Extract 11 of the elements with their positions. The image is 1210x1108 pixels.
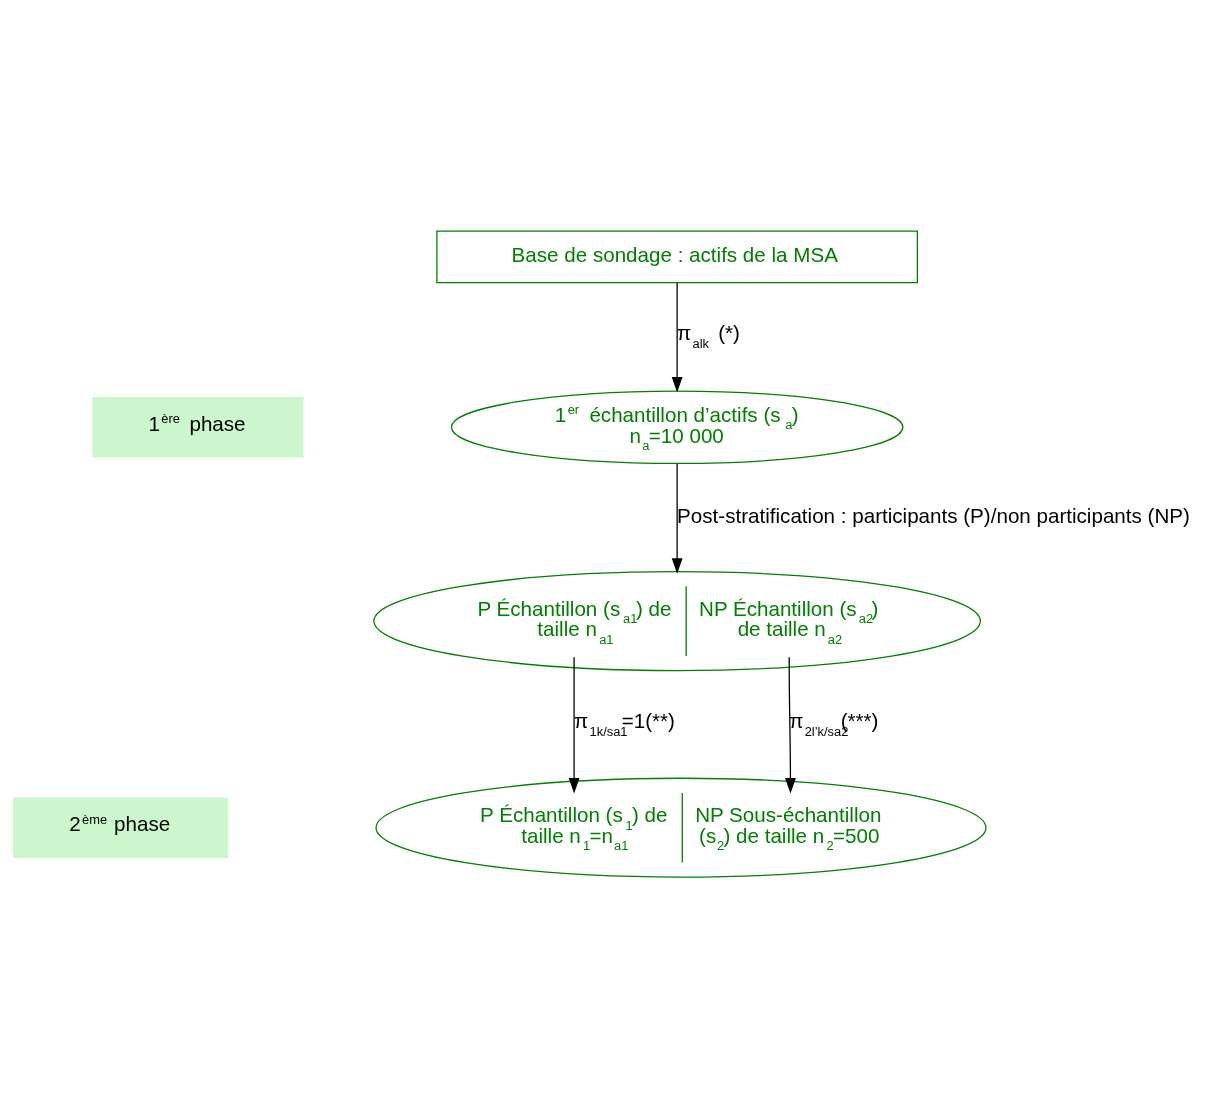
edge-label: π$_{2l’k/sa2}$(***) [789, 708, 879, 739]
arrow [568, 656, 580, 794]
node-box: 2$^{ème}$ phase [13, 797, 229, 858]
node-box: 1$^{ère}$ phase [92, 397, 304, 458]
node-box: Base de sondage : actifs de la MSA [436, 230, 918, 284]
arrow [671, 463, 683, 574]
node-ellipse: P Échantillon (s$_{a1}$) de taille n$_{a1}$ NP Échantillon (s$_{a2}$) de taille n$_{a2}$ [373, 571, 981, 672]
arrow [671, 282, 683, 393]
node-ellipse: 1$^{er}$ échantillon d’actifs (s$_{a}$) n$_{a}$=10 000 [450, 390, 904, 465]
arrow [785, 656, 796, 794]
edge-label: Post-stratification : participants (P)/non participants (NP) [677, 503, 1190, 527]
